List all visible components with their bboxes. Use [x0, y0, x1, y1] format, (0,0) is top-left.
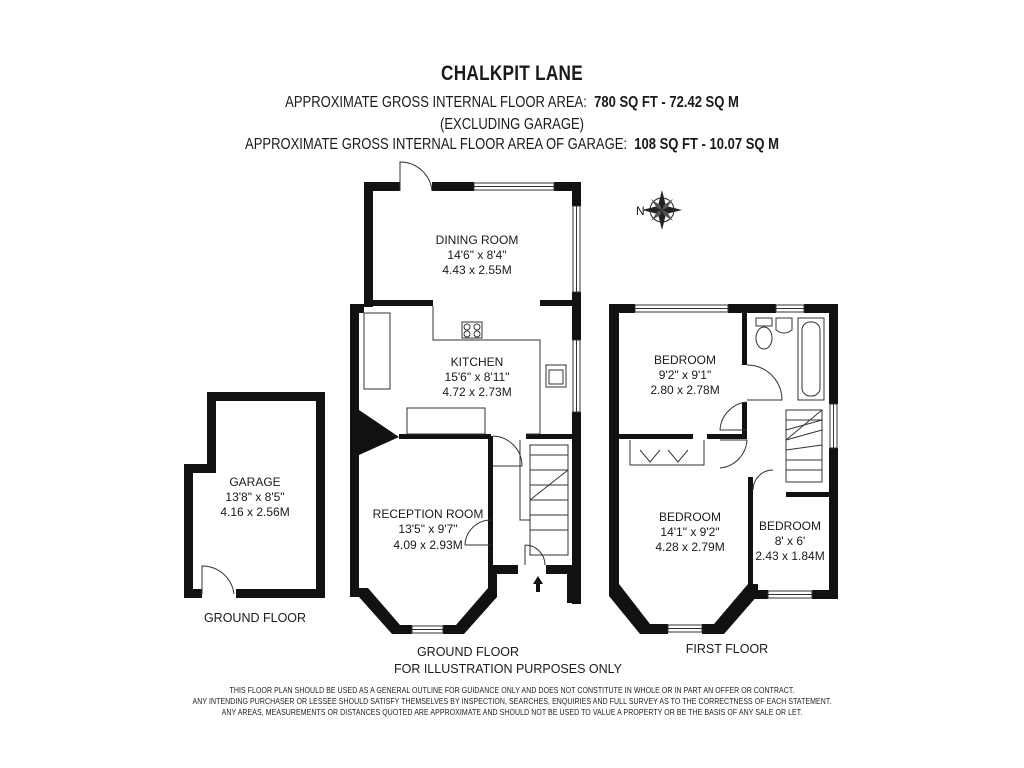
floor-area-label: APPROXIMATE GROSS INTERNAL FLOOR AREA: [285, 94, 587, 111]
floor-area-line: APPROXIMATE GROSS INTERNAL FLOOR AREA: 7… [82, 94, 942, 112]
illustration-note: FOR ILLUSTRATION PURPOSES ONLY [394, 662, 623, 676]
room-metric: 4.16 x 2.56M [220, 505, 289, 519]
room-dining: DINING ROOM 14'6" x 8'4" 4.43 x 2.55M [436, 233, 519, 277]
room-metric: 2.43 x 1.84M [755, 549, 824, 563]
room-metric: 4.09 x 2.93M [393, 538, 462, 552]
room-imperial: 14'6" x 8'4" [447, 248, 506, 262]
plan-title: CHALKPIT LANE [441, 62, 583, 85]
room-imperial: 13'8" x 8'5" [225, 490, 284, 504]
floor-area-value: 780 SQ FT - 72.42 SQ M [594, 94, 739, 111]
room-imperial: 15'6" x 8'11" [445, 370, 510, 384]
room-reception: RECEPTION ROOM 13'5" x 9'7" 4.09 x 2.93M [373, 507, 484, 552]
room-imperial: 13'5" x 9'7" [398, 522, 457, 536]
room-name: BEDROOM [659, 510, 721, 524]
ground-floor-plan [350, 161, 581, 634]
compass-north-letter: N [636, 204, 645, 218]
garage-area-line: APPROXIMATE GROSS INTERNAL FLOOR AREA OF… [82, 136, 942, 154]
room-metric: 2.80 x 2.78M [650, 383, 719, 397]
ground-floor-label: GROUND FLOOR [417, 645, 519, 659]
room-metric: 4.72 x 2.73M [442, 385, 511, 399]
room-metric: 4.28 x 2.79M [655, 540, 724, 554]
garage-area-value: 108 SQ FT - 10.07 SQ M [634, 136, 779, 153]
room-kitchen: KITCHEN 15'6" x 8'11" 4.72 x 2.73M [442, 355, 511, 399]
first-floor-plan [609, 304, 838, 634]
room-name: BEDROOM [654, 353, 716, 367]
compass-rose-icon [642, 190, 682, 230]
room-metric: 4.43 x 2.55M [442, 263, 511, 277]
room-name: DINING ROOM [436, 233, 519, 247]
room-bedroom-1: BEDROOM 9'2" x 9'1" 2.80 x 2.78M [650, 353, 719, 397]
room-imperial: 14'1" x 9'2" [660, 525, 719, 539]
first-floor-label: FIRST FLOOR [686, 642, 768, 656]
disclaimer-line-2: ANY INTENDING PURCHASER OR LESSEE SHOULD… [192, 697, 832, 706]
excluding-garage-note: (EXCLUDING GARAGE) [440, 116, 584, 133]
room-imperial: 8' x 6' [775, 534, 806, 548]
garage-floor-label: GROUND FLOOR [204, 611, 306, 625]
disclaimer-line-3: ANY AREAS, MEASUREMENTS OR DISTANCES QUO… [221, 708, 803, 717]
garage-area-label: APPROXIMATE GROSS INTERNAL FLOOR AREA OF… [245, 136, 628, 153]
room-name: RECEPTION ROOM [373, 507, 484, 521]
room-bedroom-2: BEDROOM 14'1" x 9'2" 4.28 x 2.79M [655, 510, 724, 554]
disclaimer-line-1: THIS FLOOR PLAN SHOULD BE USED AS A GENE… [229, 686, 795, 695]
room-imperial: 9'2" x 9'1" [659, 368, 711, 382]
garage-plan [184, 392, 325, 598]
room-name: KITCHEN [451, 355, 504, 369]
room-name: GARAGE [229, 475, 280, 489]
room-garage: GARAGE 13'8" x 8'5" 4.16 x 2.56M [220, 475, 289, 519]
room-bedroom-3: BEDROOM 8' x 6' 2.43 x 1.84M [755, 519, 824, 563]
room-name: BEDROOM [759, 519, 821, 533]
